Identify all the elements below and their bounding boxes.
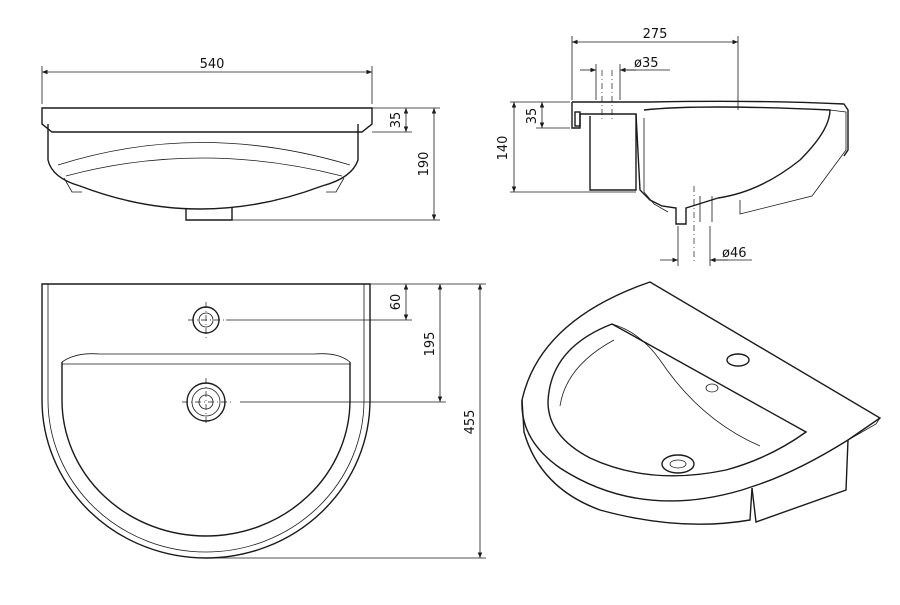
top-view bbox=[41, 283, 486, 559]
section-view bbox=[510, 36, 849, 266]
dim-section-rim: 35 bbox=[525, 108, 540, 125]
dim-front-width: 540 bbox=[200, 57, 225, 72]
isometric-view bbox=[521, 281, 882, 525]
dim-section-depth: 275 bbox=[643, 27, 668, 42]
dim-top-tap-offset: 60 bbox=[389, 294, 404, 311]
dim-top-total-depth: 455 bbox=[463, 410, 478, 435]
dim-drain: ø46 bbox=[722, 246, 747, 261]
front-view bbox=[41, 66, 440, 221]
dim-top-drain-offset: 195 bbox=[423, 332, 438, 357]
dim-tap-hole: ø35 bbox=[634, 56, 659, 71]
dim-front-rim: 35 bbox=[389, 112, 404, 129]
dim-section-height: 140 bbox=[496, 136, 511, 161]
dim-front-height: 190 bbox=[417, 152, 432, 177]
